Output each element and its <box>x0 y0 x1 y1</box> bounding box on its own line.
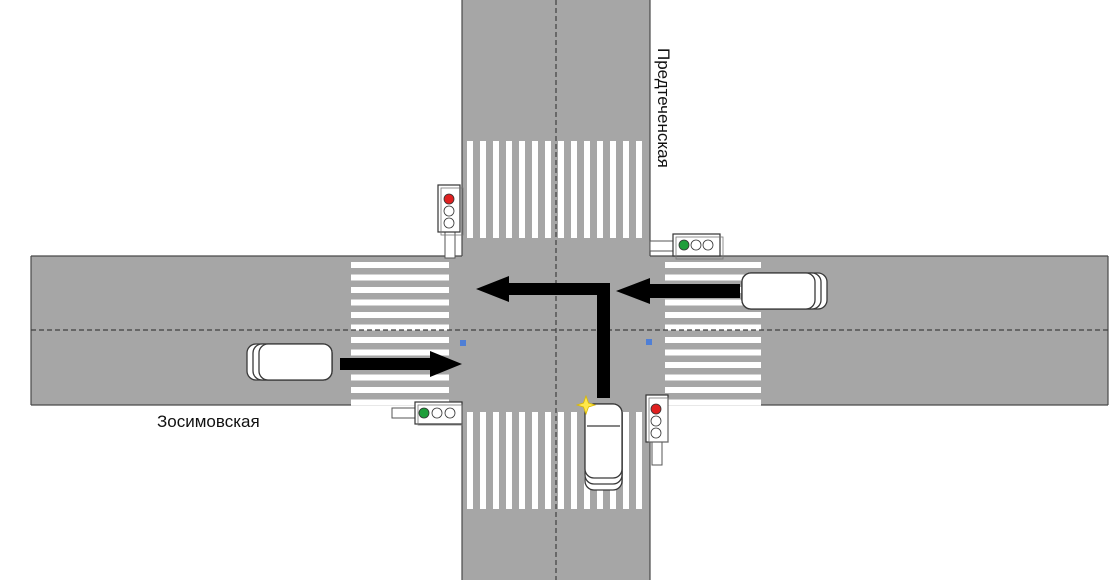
crosswalk-stripe-north <box>636 141 642 238</box>
crosswalk-stripe-east <box>665 362 761 368</box>
crosswalk-stripe-north <box>532 141 538 238</box>
traffic-light-icon <box>437 184 464 259</box>
traffic-light-icon <box>645 394 669 466</box>
crosswalk-stripe-north <box>506 141 512 238</box>
crosswalk-stripe-north <box>597 141 603 238</box>
direction-arrow-icon <box>340 351 462 377</box>
crosswalk-stripe-north <box>519 141 525 238</box>
crosswalk-stripe-east <box>665 312 761 318</box>
direction-arrows <box>340 276 740 398</box>
crosswalk-stripe-south <box>493 412 499 509</box>
crosswalk-stripe-north <box>610 141 616 238</box>
crosswalk-stripe-west <box>351 274 449 281</box>
direction-arrow-icon <box>616 278 740 304</box>
crosswalk-stripe-south <box>519 412 525 509</box>
traffic-light-icon <box>391 401 463 426</box>
crosswalk-stripe-south <box>558 412 564 509</box>
direction-arrow-icon <box>476 276 610 398</box>
vertical-street-name: Предтеченская <box>654 48 673 168</box>
crosswalk-stripe-west <box>351 349 449 356</box>
crosswalk-stripe-east <box>665 299 761 306</box>
traffic-light-icon <box>649 233 724 260</box>
crosswalk-stripe-west <box>351 374 449 381</box>
car-icon <box>584 403 623 491</box>
crosswalk-stripe-north <box>571 141 577 238</box>
crosswalk-stripe-south <box>506 412 512 509</box>
crosswalk-stripe-east <box>665 262 761 268</box>
marker-right <box>646 339 652 345</box>
crosswalk-stripe-west <box>351 324 449 331</box>
crosswalk-stripe-north <box>558 141 564 238</box>
horizontal-street-name: Зосимовская <box>157 412 260 431</box>
crosswalk-stripe-west <box>351 262 449 268</box>
spark-icon <box>575 394 597 416</box>
crosswalk-stripe-north <box>584 141 590 238</box>
crosswalk-stripe-south <box>571 412 577 509</box>
marker-left <box>460 340 466 346</box>
crosswalk-stripe-south <box>532 412 538 509</box>
crosswalk-stripe-east <box>665 349 761 356</box>
crosswalk-stripe-north <box>493 141 499 238</box>
crosswalk-stripe-west <box>351 387 449 393</box>
crosswalk-stripe-east <box>665 399 761 406</box>
crosswalk-stripe-east <box>665 274 761 281</box>
crosswalk-stripe-north <box>545 141 551 238</box>
crosswalk-stripe-west <box>351 299 449 306</box>
crosswalk-stripe-south <box>636 412 642 509</box>
car-icon <box>741 272 828 310</box>
car-icon <box>246 343 333 381</box>
crosswalk-stripe-south <box>480 412 486 509</box>
crosswalk-stripe-west <box>351 337 449 343</box>
crosswalk-stripe-south <box>545 412 551 509</box>
crosswalk-stripe-east <box>665 324 761 331</box>
crosswalk-stripe-east <box>665 374 761 381</box>
crosswalk-stripe-west <box>351 312 449 318</box>
crosswalk-stripe-north <box>480 141 486 238</box>
crosswalk-stripe-west <box>351 287 449 293</box>
crosswalk-stripe-south <box>623 412 629 509</box>
crosswalk-stripe-west <box>351 399 449 406</box>
crosswalk-stripe-north <box>467 141 473 238</box>
crosswalk-stripe-east <box>665 387 761 393</box>
crosswalk-stripe-north <box>623 141 629 238</box>
crosswalk-stripe-south <box>467 412 473 509</box>
crosswalk-stripe-east <box>665 337 761 343</box>
